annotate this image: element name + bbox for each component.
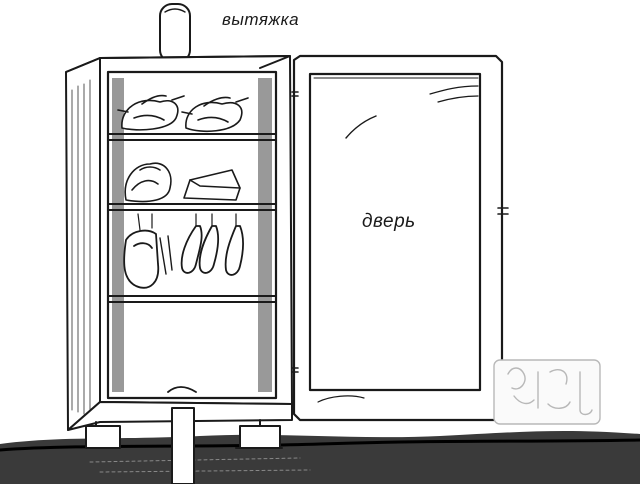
exhaust-label: вытяжка — [222, 10, 300, 29]
cabinet-body — [65, 55, 293, 484]
door-label: дверь — [362, 211, 416, 232]
sausages — [123, 213, 244, 289]
shelves — [107, 133, 277, 303]
door — [291, 54, 509, 422]
watermark-logo — [493, 359, 601, 425]
exhaust-pipe — [159, 3, 191, 63]
birds — [117, 94, 249, 133]
meat-pieces — [124, 162, 241, 203]
